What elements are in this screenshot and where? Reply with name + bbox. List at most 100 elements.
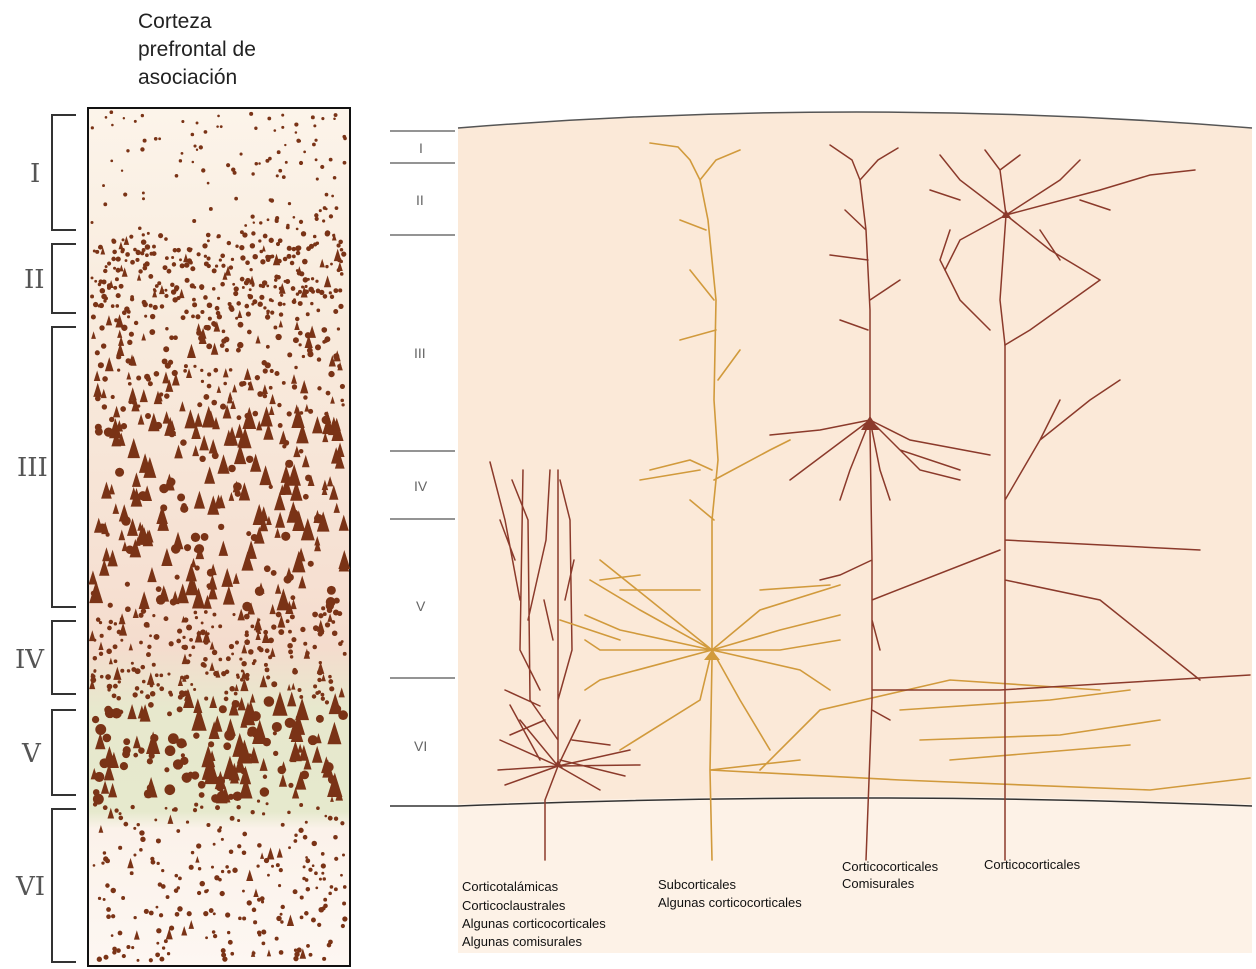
stained-cell (266, 802, 269, 805)
stained-cell (215, 306, 220, 311)
stained-cell (339, 305, 342, 308)
stained-cell (229, 850, 234, 855)
stained-cell (303, 290, 308, 295)
stained-cell (176, 639, 181, 644)
stained-cell (274, 275, 279, 280)
stained-cell (242, 381, 247, 386)
stained-cell (266, 284, 269, 287)
stained-cell (299, 695, 303, 699)
stained-cell (205, 936, 208, 939)
stained-cell (191, 645, 195, 649)
stained-cell (90, 677, 96, 683)
stained-cell (159, 392, 163, 396)
stained-cell (150, 691, 156, 697)
stained-cell (144, 315, 147, 318)
stained-cell (275, 334, 281, 340)
stained-cell (93, 669, 96, 672)
stained-cell (287, 643, 293, 649)
stained-cell (284, 144, 286, 146)
stained-cell (325, 700, 329, 704)
stained-cell (319, 661, 322, 664)
stained-cell (172, 297, 177, 302)
stained-cell (231, 652, 234, 655)
right-layer-label-IV: IV (414, 478, 428, 494)
stained-cell (227, 870, 231, 874)
stained-cell (100, 675, 104, 679)
stained-cell (113, 267, 116, 270)
stained-cell (285, 161, 288, 164)
stained-cell (173, 759, 183, 769)
stained-cell (228, 305, 233, 310)
stained-cell (298, 331, 303, 336)
stained-cell (201, 380, 204, 383)
stained-cell (321, 697, 325, 701)
stained-cell (306, 312, 310, 316)
stained-cell (130, 871, 134, 875)
stained-cell (298, 828, 303, 833)
stained-cell (190, 266, 195, 271)
stained-cell (204, 255, 207, 258)
stained-cell (319, 290, 324, 295)
stained-cell (256, 865, 259, 868)
stained-cell (262, 360, 267, 365)
stained-cell (277, 403, 281, 407)
stained-cell (242, 890, 245, 893)
stained-cell (274, 371, 279, 376)
layer-brackets (52, 115, 76, 962)
stained-cell (288, 783, 293, 788)
stained-cell (142, 197, 145, 200)
stained-cell (279, 950, 284, 955)
stained-cell (99, 652, 103, 656)
stained-cell (264, 565, 271, 572)
stained-cell (270, 369, 274, 373)
stained-cell (282, 175, 286, 179)
stained-cell (341, 924, 345, 928)
stained-cell (138, 747, 144, 753)
stained-cell (221, 953, 226, 958)
stained-cell (98, 362, 104, 368)
stained-cell (223, 382, 227, 386)
stained-cell (239, 657, 242, 660)
stained-cell (238, 322, 244, 328)
stained-cell (220, 125, 223, 128)
stained-cell (139, 641, 143, 645)
stained-cell (271, 255, 275, 259)
schematic-cortex: I II III IV V VI (390, 112, 1252, 953)
stained-cell (103, 299, 106, 302)
stained-cell (189, 638, 193, 642)
stained-cell (198, 781, 206, 789)
stained-cell (203, 394, 209, 400)
stained-cell (343, 885, 347, 889)
stained-cell (280, 294, 283, 297)
label-n3-line-2: Comisurales (842, 876, 915, 891)
stained-cell (321, 693, 325, 697)
stained-cell (160, 687, 163, 690)
stained-cell (121, 896, 125, 900)
stained-cell (294, 366, 297, 369)
stained-cell (206, 889, 209, 892)
stained-cell (100, 288, 106, 294)
stained-cell (199, 792, 205, 798)
stained-cell (303, 835, 308, 840)
stained-cell (216, 125, 219, 128)
stained-cell (277, 150, 281, 154)
stained-cell (149, 911, 154, 916)
stained-cell (93, 864, 96, 867)
stained-cell (303, 865, 306, 868)
stained-cell (288, 202, 291, 205)
stained-cell (227, 241, 231, 245)
stained-cell (99, 621, 102, 624)
stained-cell (264, 696, 275, 707)
bracket-layer-VI (52, 809, 76, 962)
stained-cell (192, 302, 197, 307)
stained-cell (290, 614, 295, 619)
stained-cell (329, 214, 333, 218)
stained-cell (103, 269, 107, 273)
stained-cell (131, 805, 135, 809)
stained-cell (261, 900, 264, 903)
stained-cell (220, 891, 225, 896)
stained-cell (113, 684, 118, 689)
stained-cell (94, 772, 104, 782)
stained-cell (193, 808, 197, 812)
stained-cell (102, 184, 105, 187)
